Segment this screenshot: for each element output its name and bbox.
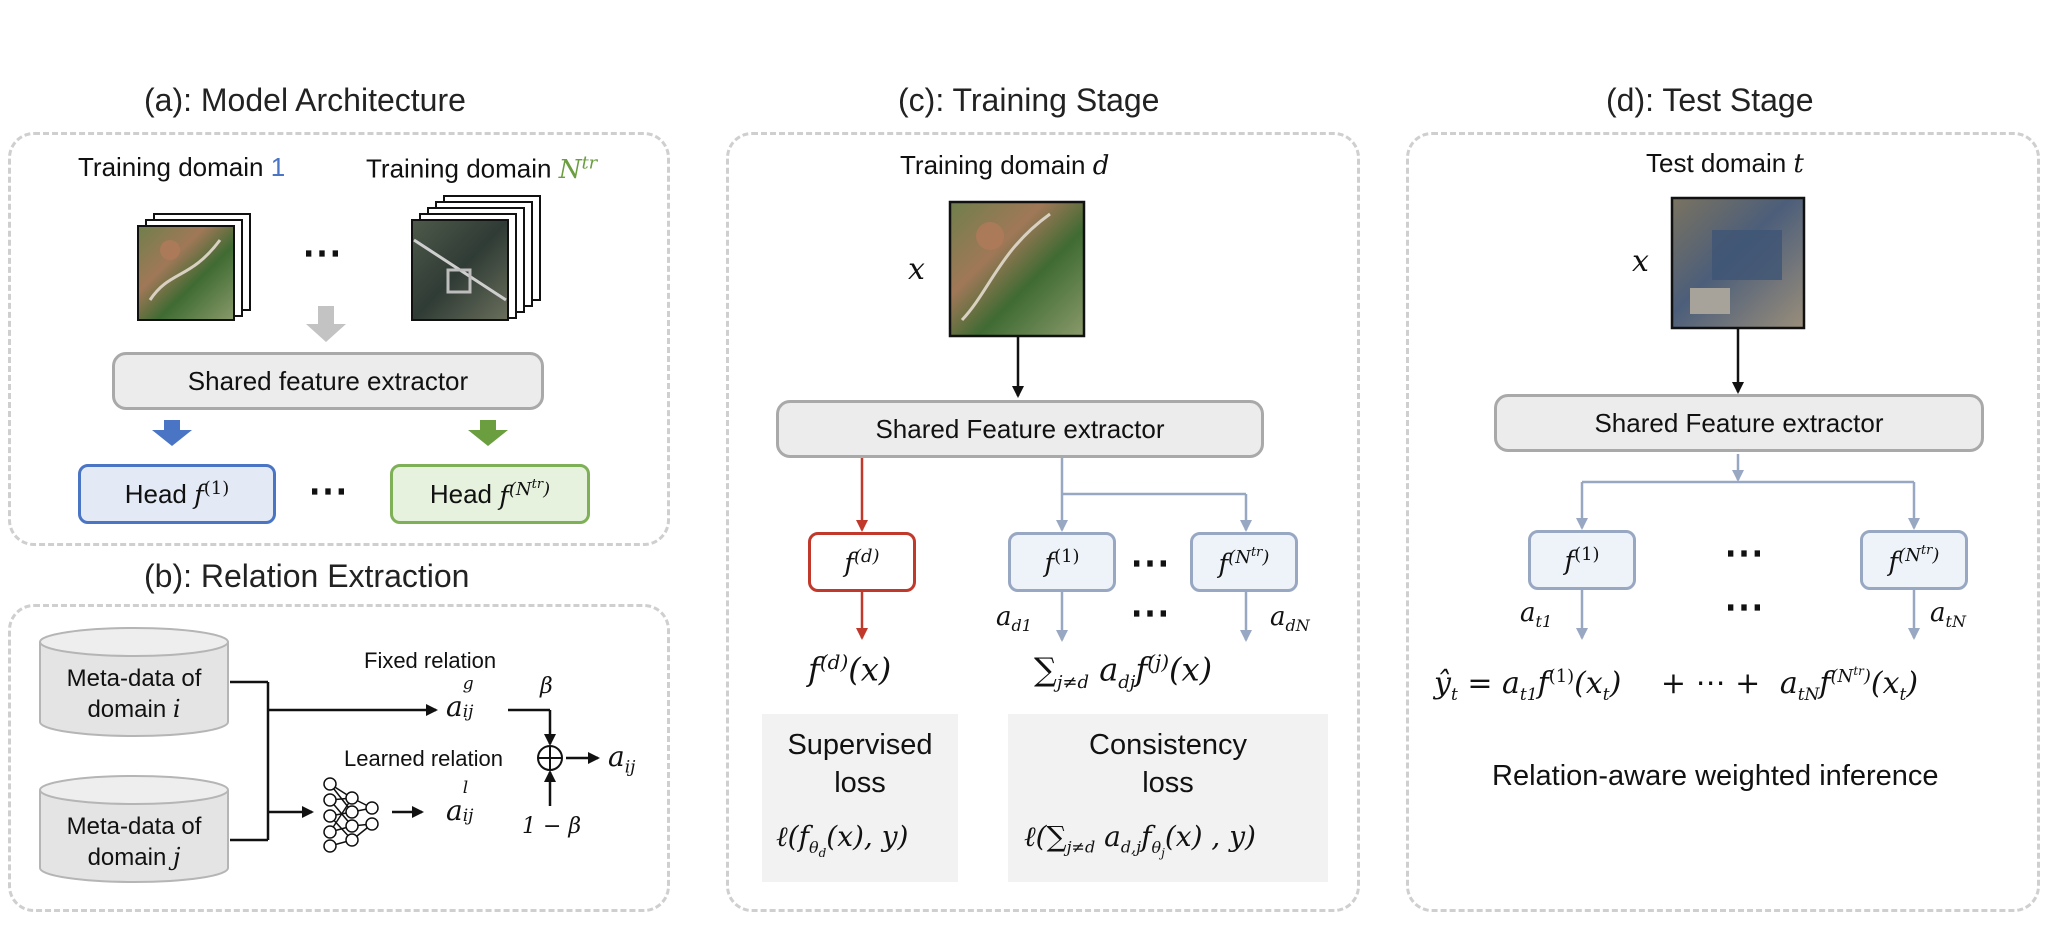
domains-ellipsis: ⋯ [302,231,342,275]
supervised-loss-expr: ℓ(fθd(x), y) [776,820,909,860]
head-1-box: Head f(1) [78,464,276,524]
meta-i-text: Meta-data of domain i [66,665,202,723]
weighted-inference-equation: ŷt = at1f(1)(xt) + ⋯ + atNf(Ntr)(xt) [1434,664,1919,705]
domain-1-image-stack [137,213,251,321]
a-d1-label: ad1 [996,602,1032,636]
panel-b-title: (b): Relation Extraction [144,558,470,594]
domain-N-label: Training domain Ntr [366,152,598,185]
shared-feature-extractor-d: Shared Feature extractor [1494,394,1984,452]
head-1-box-c: f(1) [1008,532,1116,592]
consistency-loss-title: Consistency loss [1089,729,1247,799]
gray-down-arrow [306,306,346,342]
panel-c-title: (c): Training Stage [898,82,1160,118]
consistency-loss-expr: ℓ(∑j≠d ad,jfθj(x) , y) [1024,820,1256,860]
a-t1-label: at1 [1520,598,1553,632]
domain-N-image-stack [411,195,541,321]
supervised-loss-box [762,714,958,882]
shared-feature-extractor-c: Shared Feature extractor [776,400,1264,458]
neural-net-icon [323,777,379,853]
heads-ellipsis-d-top: ⋯ [1724,531,1764,575]
green-down-arrow [468,420,508,446]
panel-a-border [8,132,670,546]
relation-connectors [230,680,600,842]
learned-relation-label: Learned relation [344,746,504,771]
panel-d-border [1406,132,2040,912]
panel-d-title: (d): Test Stage [1606,82,1814,118]
head-N-box-c: f(Ntr) [1190,532,1298,592]
heads-ellipsis-c-top: ⋯ [1130,541,1170,585]
a-dN-label: adN [1270,602,1310,636]
panel-c-border [726,132,1360,912]
meta-j-text: Meta-data of domain j [66,813,202,871]
one-minus-beta-label: 1 − β [522,814,582,839]
head-1-box-d: f(1) [1528,530,1636,590]
shared-feature-extractor-a: Shared feature extractor [112,352,544,410]
a-tN-label: atN [1930,598,1966,632]
domain-1-label: Training domain 1 [78,152,286,182]
heads-ellipsis: ⋯ [308,469,348,513]
fixed-relation-label: Fixed relation [364,648,497,673]
head-N-box-d: f(Ntr) [1860,530,1968,590]
consistency-loss-box [1008,714,1328,882]
heads-ellipsis-d-mid: ⋯ [1724,585,1764,629]
panel-b-border [8,604,670,912]
beta-label: β [540,674,553,699]
f-d-x-output: f(d)(x) [808,650,892,689]
panel-a-title: (a): Model Architecture [144,82,466,118]
head-d-box: f(d) [808,532,916,592]
test-domain-label: Test domain t [1646,148,1804,179]
domain-1-index: 1 [270,152,286,182]
relation-aware-caption: Relation-aware weighted inference [1492,760,1939,792]
heads-ellipsis-c-mid: ⋯ [1130,591,1170,635]
head-N-box: Head f(Ntr) [390,464,590,524]
x-input-d: x [1632,244,1649,279]
training-domain-image [948,200,1086,338]
a-ij-output: aij [608,740,636,778]
blue-down-arrow [152,420,192,446]
weighted-sum-output: ∑j≠d adjf(j)(x) [1034,650,1213,694]
supervised-loss-title: Supervised loss [787,729,933,799]
training-domain-label: Training domain d [900,150,1110,181]
cylinder-domain-i [39,627,229,737]
cylinder-domain-j [39,775,229,883]
oplus-icon [537,745,563,771]
x-input-c: x [908,252,925,287]
